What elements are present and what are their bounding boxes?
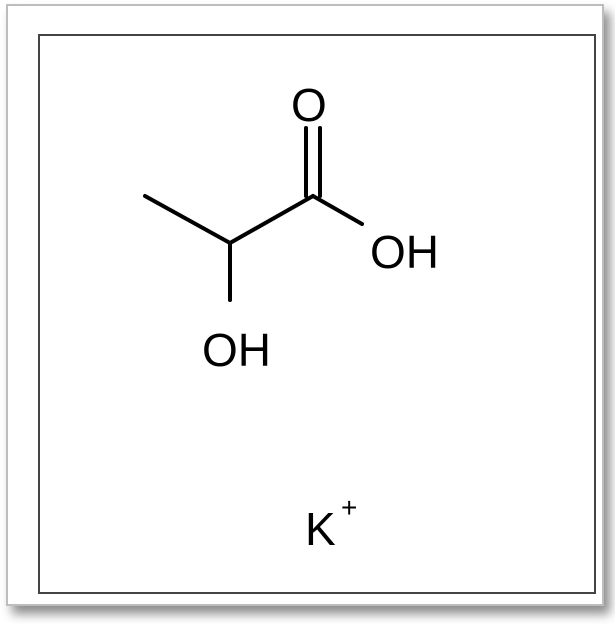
- atom-acid-hydroxyl: OH: [370, 226, 439, 278]
- counterion-charge: +: [341, 492, 357, 523]
- structure-card: [6, 4, 604, 606]
- structure-frame: [38, 34, 596, 594]
- atom-alpha-hydroxyl: OH: [202, 324, 271, 376]
- counterion-element: K: [305, 503, 336, 555]
- bond-methyl-alpha: [143, 194, 232, 245]
- bond-group: [143, 126, 364, 302]
- atom-carbonyl-oxygen: O: [291, 79, 327, 131]
- bond-carboxyl-hydroxyl: [311, 194, 364, 226]
- bond-alpha-carboxyl: [228, 194, 315, 245]
